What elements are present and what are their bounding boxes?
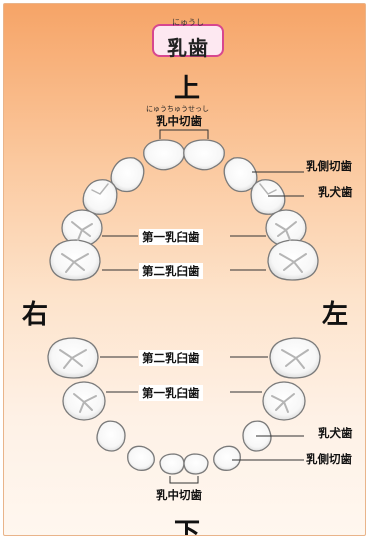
upper-canine-label: 乳犬歯 — [318, 185, 353, 199]
upper-direction-label: 上 — [174, 74, 201, 104]
lower-left-central-incisor — [183, 453, 209, 475]
lower-right-canine — [96, 420, 126, 452]
right-side-label: 右 — [22, 300, 49, 330]
upper-left-second-molar — [267, 239, 319, 281]
left-side-label: 左 — [322, 300, 349, 330]
lower-first-molar-label: 第一乳臼歯 — [139, 385, 203, 401]
title-box — [152, 24, 224, 57]
upper-first-molar-label: 第一乳臼歯 — [139, 229, 203, 245]
upper-right-lateral-incisor — [110, 157, 145, 193]
lower-right-lateral-incisor — [127, 445, 155, 471]
lower-right-central-incisor — [159, 453, 185, 475]
leader-lines — [100, 129, 304, 484]
lower-canine-label: 乳犬歯 — [318, 426, 353, 440]
upper-second-molar-label: 第二乳臼歯 — [139, 263, 203, 279]
upper-lateral-incisor-label: 乳側切歯 — [306, 159, 352, 173]
upper-central-incisor-ruby: にゅうちゅうせっし — [146, 105, 209, 113]
upper-right-canine — [82, 179, 118, 215]
upper-central-incisor-label: 乳中切歯 — [156, 114, 202, 128]
lower-second-molar-label: 第二乳臼歯 — [139, 350, 203, 366]
lower-lateral-incisor-label: 乳側切歯 — [306, 452, 352, 466]
page-title: 乳歯 — [167, 36, 209, 60]
molar-fissures — [59, 183, 309, 413]
upper-right-central-incisor — [143, 139, 185, 171]
lower-left-lateral-incisor — [213, 445, 241, 471]
title-ruby: にゅうし — [172, 18, 204, 27]
lower-central-incisor-label: 乳中切歯 — [156, 488, 202, 502]
upper-left-central-incisor — [183, 139, 225, 171]
lower-direction-label: 下 — [174, 518, 201, 536]
upper-right-second-molar — [49, 239, 101, 281]
upper-left-canine — [250, 179, 286, 215]
deciduous-teeth-diagram: にゅうし 乳歯 上 下 右 左 — [3, 3, 366, 536]
upper-left-lateral-incisor — [223, 157, 258, 193]
teeth-diagram-svg — [47, 129, 321, 484]
